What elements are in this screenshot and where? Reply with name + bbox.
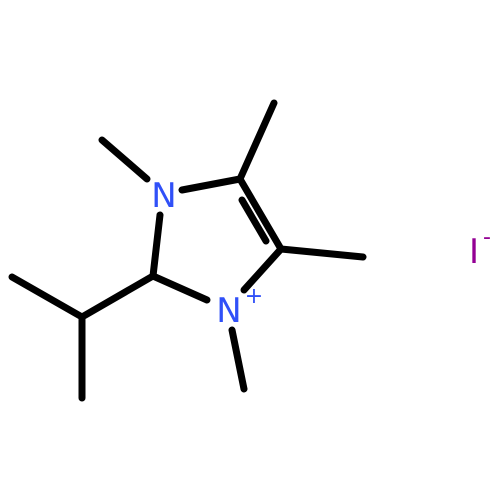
bonds <box>8 99 367 402</box>
bond-c5-c4-inner <box>238 196 270 245</box>
iodide-label: I <box>469 232 479 272</box>
bond-c5-methyl <box>236 99 278 183</box>
bond-c2-n1 <box>149 211 164 280</box>
bond-c4-methyl <box>277 245 367 261</box>
iodide-charge: - <box>483 225 491 250</box>
bond-c2-ch <box>78 272 157 321</box>
nitrogen-2-charge: + <box>245 284 263 309</box>
bond-ch-methyl-a <box>8 273 86 321</box>
bond-c4-n3 <box>240 245 285 294</box>
atom-labels: N N + I - <box>151 176 491 331</box>
bond-n1-methyl <box>98 136 151 183</box>
nitrogen-2-label: N <box>216 291 241 331</box>
bond-n3-c2 <box>149 272 211 304</box>
bond-n1-c5 <box>178 175 244 194</box>
nitrogen-1-label: N <box>151 176 176 216</box>
bond-n3-methyl <box>228 326 248 393</box>
bond-c5-c4 <box>236 175 285 253</box>
